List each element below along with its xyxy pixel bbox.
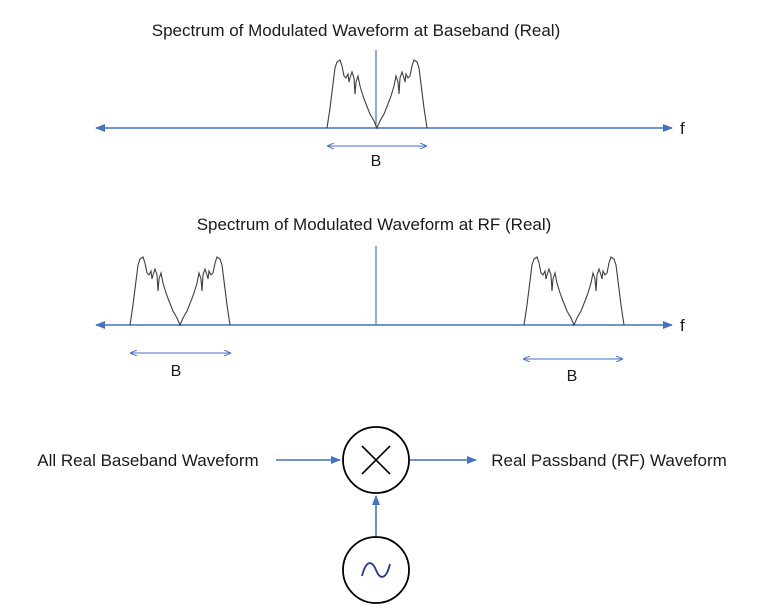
- rf-spectrum-positive: [523, 256, 625, 326]
- input-waveform-label: All Real Baseband Waveform: [37, 451, 258, 470]
- mixer: [342, 426, 410, 494]
- rf-bandwidth-label-left: B: [171, 363, 182, 380]
- baseband-bandwidth-label: B: [371, 153, 382, 170]
- rf-bandwidth-label-right: B: [567, 368, 578, 385]
- baseband-spectrum: [326, 59, 428, 129]
- rf-axis-label: f: [680, 316, 685, 335]
- rf-spectrum-negative: [129, 256, 231, 326]
- sine-wave-icon: [361, 562, 391, 578]
- output-waveform-label: Real Passband (RF) Waveform: [491, 451, 727, 470]
- rf-title: Spectrum of Modulated Waveform at RF (Re…: [197, 215, 552, 234]
- oscillator: [342, 536, 410, 604]
- multiply-x-icon: [361, 445, 391, 475]
- baseband-axis-label: f: [680, 119, 685, 138]
- baseband-title: Spectrum of Modulated Waveform at Baseba…: [152, 21, 561, 40]
